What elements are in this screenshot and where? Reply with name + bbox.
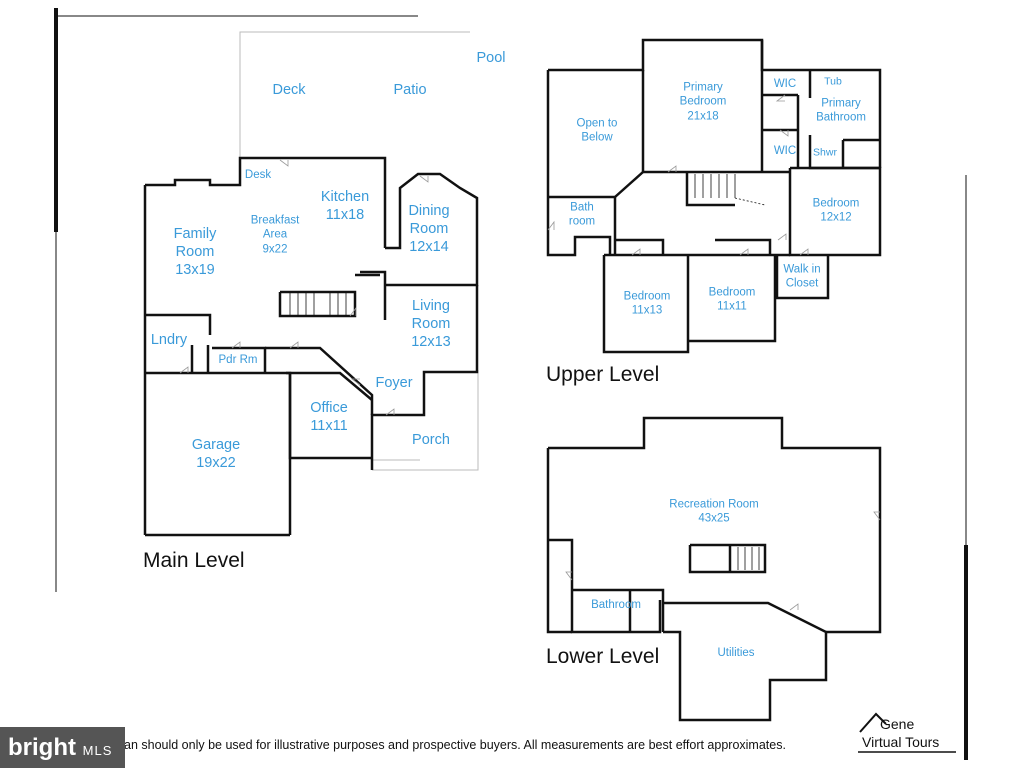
main-stairs bbox=[289, 292, 347, 316]
room-bedroom-12x12: Bedroom 12x12 bbox=[812, 197, 860, 224]
room-laundry: Lndry bbox=[150, 331, 188, 348]
room-kitchen: Kitchen 11x18 bbox=[320, 188, 370, 223]
room-pool: Pool bbox=[476, 49, 506, 66]
room-porch: Porch bbox=[412, 431, 450, 448]
room-office: Office 11x11 bbox=[310, 399, 348, 434]
watermark-suffix: MLS bbox=[82, 743, 113, 758]
room-utilities: Utilities bbox=[717, 646, 755, 659]
room-foyer: Foyer bbox=[375, 374, 413, 391]
room-family-room: Family Room 13x19 bbox=[173, 225, 217, 279]
disclaimer-text: an should only be used for illustrative … bbox=[124, 738, 786, 752]
room-walk-in-closet: Walk in Closet bbox=[783, 263, 821, 290]
room-shower: Shwr bbox=[813, 146, 837, 159]
gene-virtual-tours-logo: Gene Virtual Tours bbox=[858, 710, 958, 754]
level-title-main: Main Level bbox=[143, 549, 245, 572]
room-recreation-room: Recreation Room 43x25 bbox=[669, 498, 759, 525]
room-wic-2: WIC bbox=[773, 144, 797, 157]
lower-stairs bbox=[737, 547, 760, 570]
bright-mls-watermark: bright MLS bbox=[0, 727, 125, 768]
upper-level-walls bbox=[546, 38, 882, 354]
room-breakfast-area: Breakfast Area 9x22 bbox=[250, 214, 300, 256]
room-patio: Patio bbox=[393, 81, 427, 98]
room-deck: Deck bbox=[272, 81, 306, 98]
lower-level-walls bbox=[546, 416, 882, 722]
room-dining-room: Dining Room 12x14 bbox=[408, 202, 450, 256]
door-swings bbox=[179, 94, 881, 611]
upper-stairs bbox=[694, 174, 766, 206]
frame-lines bbox=[54, 8, 968, 760]
room-wic-1: WIC bbox=[773, 77, 797, 90]
room-bedroom-11x13: Bedroom 11x13 bbox=[623, 290, 671, 317]
room-bathroom-lower: Bathroom bbox=[591, 598, 641, 611]
room-open-to-below: Open to Below bbox=[576, 117, 618, 144]
room-bath-room: Bath room bbox=[568, 201, 596, 228]
level-title-lower: Lower Level bbox=[546, 645, 660, 668]
level-title-upper: Upper Level bbox=[546, 363, 660, 386]
room-living-room: Living Room 12x13 bbox=[411, 297, 451, 351]
room-primary-bedroom: Primary Bedroom 21x18 bbox=[679, 81, 727, 123]
room-tub: Tub bbox=[824, 75, 842, 88]
room-garage: Garage 19x22 bbox=[191, 436, 241, 471]
room-bedroom-11x11: Bedroom 11x11 bbox=[708, 286, 756, 313]
logo-roof-icon bbox=[858, 712, 956, 753]
logo-line-1: Gene bbox=[880, 716, 915, 732]
room-powder-room: Pdr Rm bbox=[218, 353, 258, 366]
room-desk: Desk bbox=[244, 168, 272, 181]
watermark-word: bright bbox=[8, 734, 76, 761]
room-primary-bathroom: Primary Bathroom bbox=[816, 97, 866, 124]
logo-line-2: Virtual Tours bbox=[862, 734, 940, 750]
